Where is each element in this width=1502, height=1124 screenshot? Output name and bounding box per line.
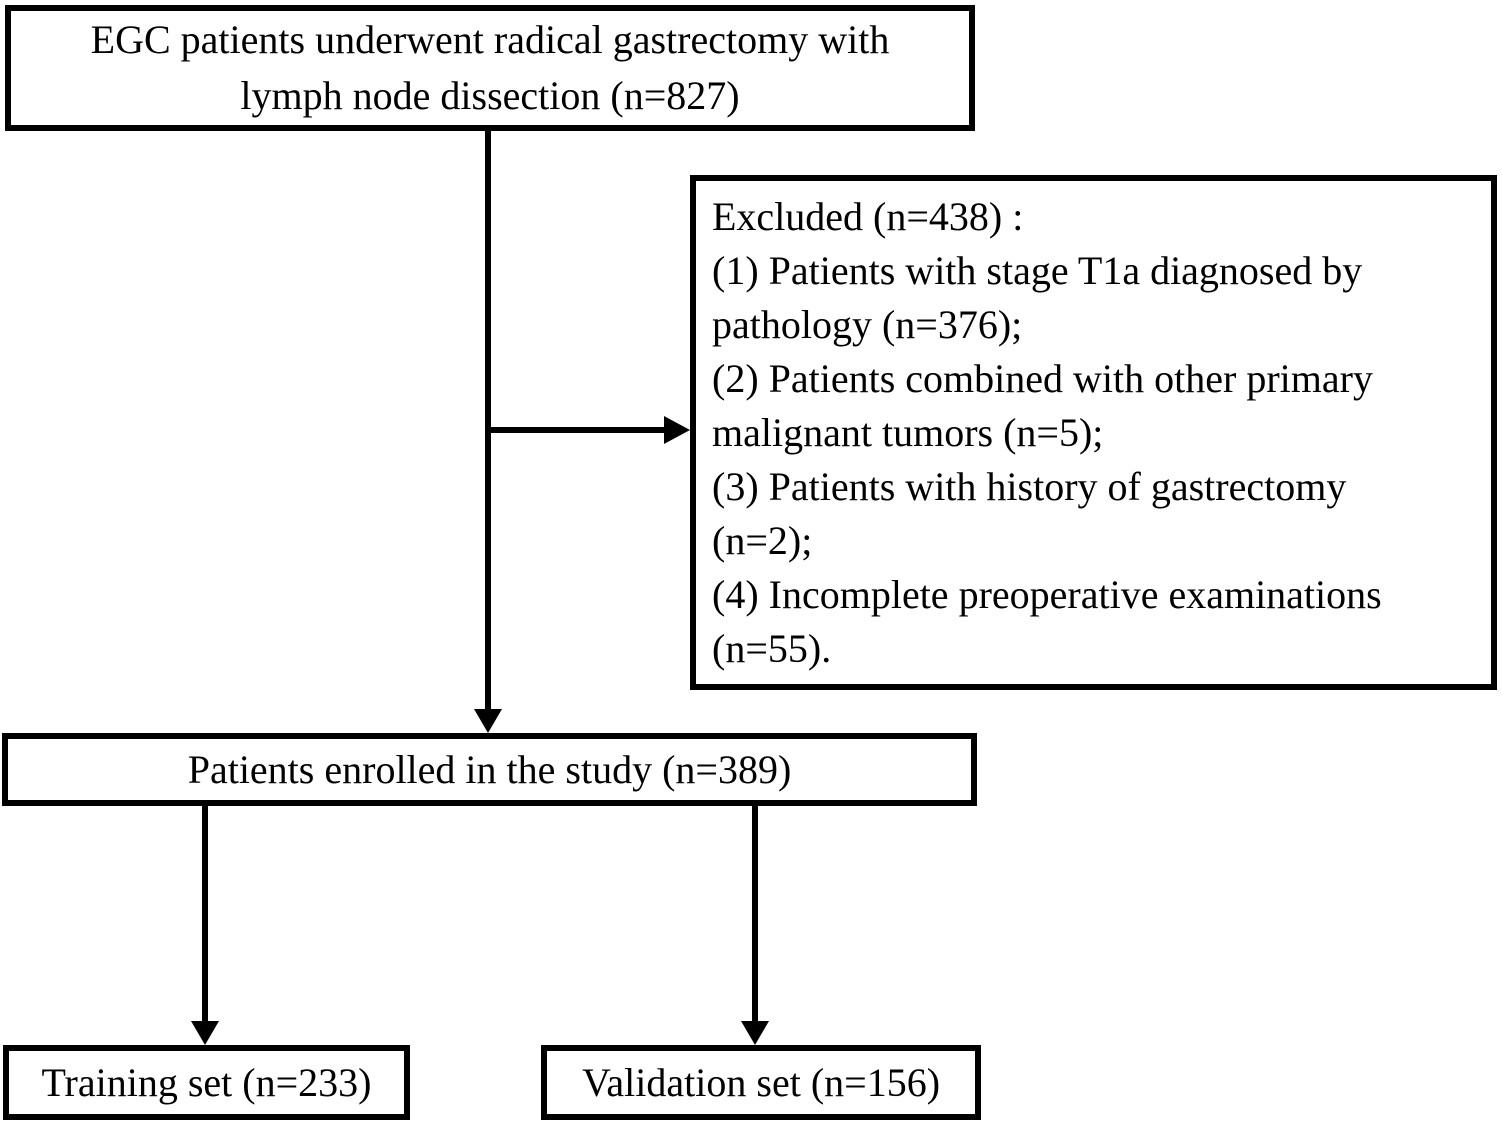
node-validation-set-label: Validation set (n=156) [581,1059,941,1105]
arrowhead-down-icon [474,709,502,733]
arrowhead-down-icon [191,1021,219,1045]
node-initial-cohort: EGC patients underwent radical gastrecto… [5,5,975,131]
node-enrolled-label: Patients enrolled in the study (n=389) [187,746,792,792]
node-excluded: Excluded (n=438) : (1) Patients with sta… [690,175,1497,690]
connector-initial-to-enrolled [485,131,491,709]
connector-branch-to-excluded [485,427,664,433]
connector-enrolled-to-training [202,806,208,1021]
node-training-set: Training set (n=233) [3,1045,410,1120]
node-training-set-label: Training set (n=233) [41,1059,372,1105]
connector-enrolled-to-validation [752,806,758,1021]
node-validation-set: Validation set (n=156) [541,1045,981,1120]
arrowhead-down-icon [741,1021,769,1045]
arrowhead-right-icon [664,416,690,444]
node-enrolled: Patients enrolled in the study (n=389) [2,733,977,806]
node-initial-cohort-label: EGC patients underwent radical gastrecto… [90,17,890,118]
node-excluded-text: Excluded (n=438) : (1) Patients with sta… [712,194,1382,671]
